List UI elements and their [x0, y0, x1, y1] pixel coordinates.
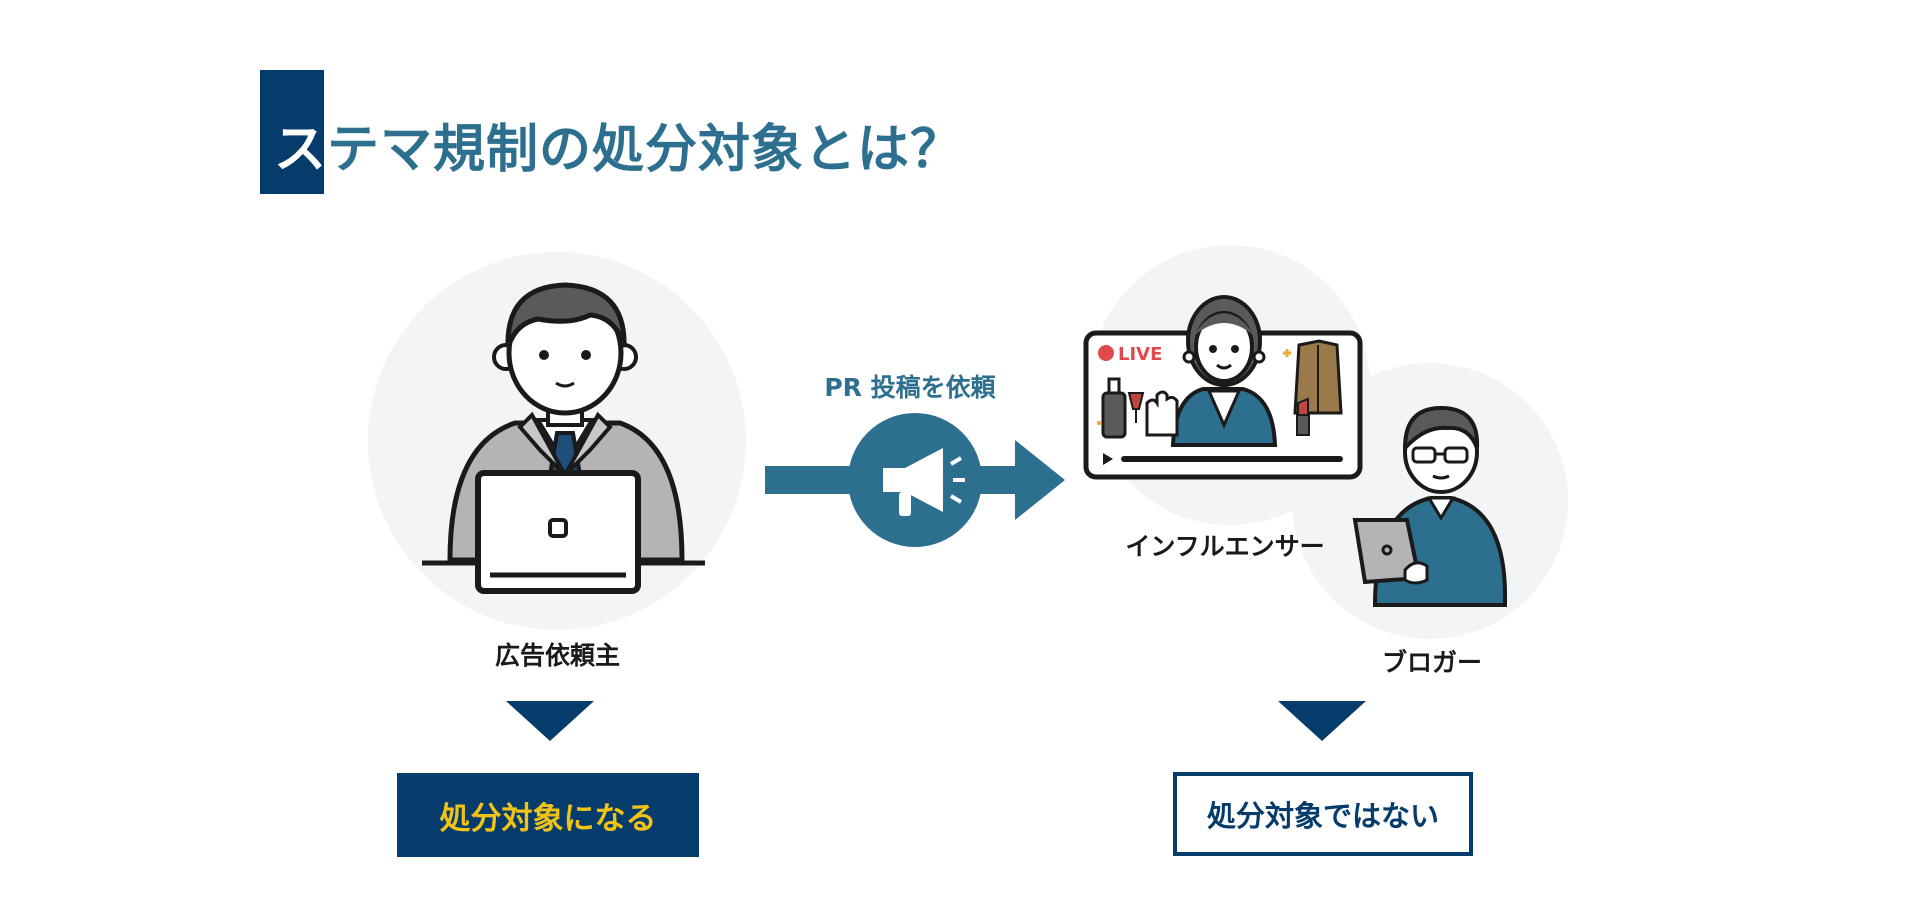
influencer-label: インフルエンサー: [1125, 532, 1325, 561]
live-stream-frame: [1083, 295, 1363, 480]
glasses-icon: [1411, 446, 1469, 464]
non-target-down-arrow: [1278, 701, 1366, 741]
page-title: ステマ規制の処分対象とは？: [274, 110, 963, 190]
title-first-char: ス: [274, 120, 328, 180]
lipstick-icon: [1296, 397, 1310, 436]
title-accent-box: [260, 70, 324, 194]
title-rest: テマ規制の処分対象とは？: [327, 120, 964, 180]
advertiser-label: 広告依頼主: [494, 641, 620, 670]
megaphone-icon: [883, 448, 965, 516]
request-flow-arrow: [765, 413, 1065, 547]
blogger-illustration: [1352, 405, 1507, 607]
request-label: PR 投稿を依頼: [824, 373, 996, 402]
play-icon: [1103, 453, 1113, 465]
advertiser-down-arrow: [506, 701, 594, 741]
live-badge: LIVE: [1118, 344, 1163, 365]
result-non-target-badge: 処分対象ではない: [1173, 772, 1473, 856]
blogger-label: ブロガー: [1381, 648, 1482, 677]
result-target-badge: 処分対象になる: [397, 773, 699, 857]
wine-bottle-icon: [1101, 377, 1127, 439]
live-dot-icon: [1098, 345, 1114, 361]
coat-icon: [1293, 339, 1343, 415]
businessman-laptop-illustration: [422, 282, 705, 594]
